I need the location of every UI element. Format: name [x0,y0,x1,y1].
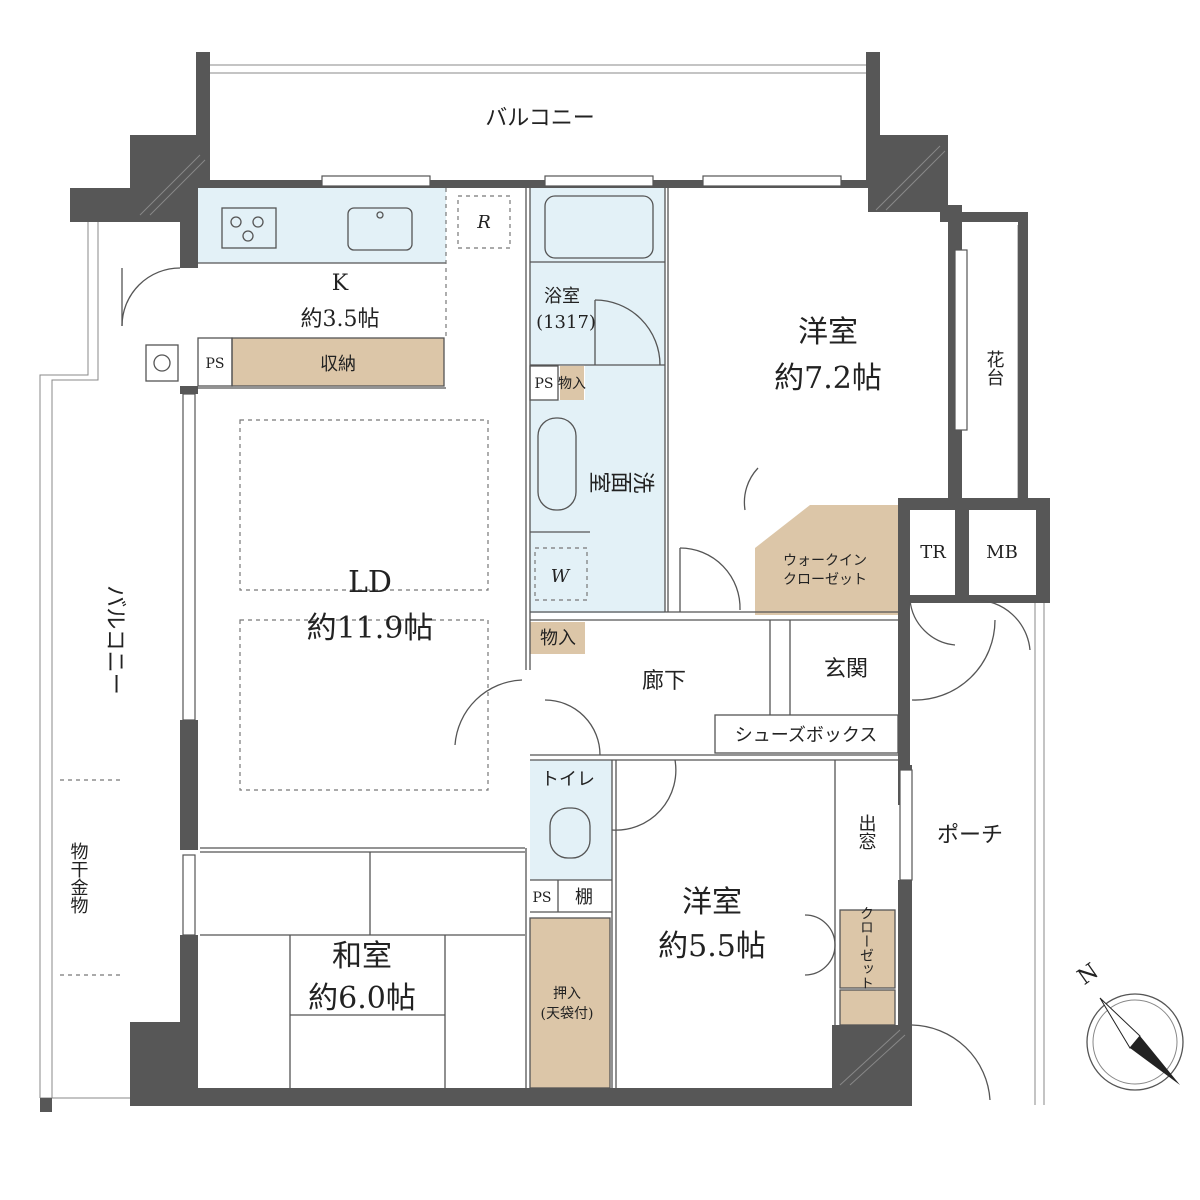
walkin-line1: ウォークイン [783,553,867,569]
doors [121,267,1031,1101]
hatching [139,145,946,1086]
washer-label: W [551,566,571,587]
closet-label: クローゼット [858,906,874,990]
storage-fills [232,338,900,1088]
kitchen-name: K [332,271,349,296]
shelf-label: 棚 [575,887,593,908]
oshiire-line2: (天袋付) [541,1006,594,1022]
bay-window-label: 出窓 [856,814,877,850]
balcony-left-label: バルコニー [102,585,127,695]
washroom-label: 洗面室 [589,468,655,494]
hallway-label: 廊下 [642,669,686,694]
walkin-line2: クローゼット [783,572,867,588]
toilet-label: トイレ [541,769,595,790]
storage-hall-label: 物入 [540,628,576,649]
north-label: N [1073,959,1103,991]
western2-size: 約5.5帖 [658,929,766,964]
western2-name: 洋室 [682,885,742,920]
outdoor-sink-icon [145,344,179,382]
entrance-label: 玄関 [824,657,868,682]
compass-icon: N [1073,959,1184,1091]
ps-bath-label: PS [534,376,553,392]
labels: バルコニー バルコニー K 約3.5帖 R 収納 PS LD 約11.9帖 浴室… [68,106,1018,1022]
western1-name: 洋室 [798,315,858,350]
kitchen-size: 約3.5帖 [301,307,380,332]
ps-toilet-label: PS [532,890,551,906]
stove-icon [221,207,277,249]
room-fills [196,188,947,1090]
drying-hardware-label: 物干金物 [68,842,89,914]
balcony-top-label: バルコニー [485,106,595,131]
japanese-size: 約6.0帖 [308,981,416,1016]
ps-kitchen-label: PS [205,356,224,372]
interior-lines [196,188,899,1089]
ld-size: 約11.9帖 [307,611,434,646]
porch-area [912,600,1045,1105]
sink-icon [347,207,413,251]
flower-stand-label: 花台 [984,350,1005,386]
bath-name: 浴室 [544,286,580,307]
tr-label: TR [920,542,946,563]
shoebox-label: シューズボックス [735,725,878,746]
western1-size: 約7.2帖 [774,361,882,396]
ld-name: LD [348,565,392,600]
oshiire-line1: 押入 [553,986,581,1002]
walls [70,135,1050,1106]
balcony-top [196,52,880,187]
mb-label: MB [986,542,1018,563]
refrigerator-label: R [476,212,491,233]
balcony-left [39,222,130,1112]
storage-kitchen-label: 収納 [320,354,356,375]
windows [182,175,968,936]
bath-size: (1317) [536,312,596,333]
storage-bath-label: 物入 [558,376,586,392]
porch-label: ポーチ [937,823,1003,848]
japanese-name: 和室 [332,939,392,974]
